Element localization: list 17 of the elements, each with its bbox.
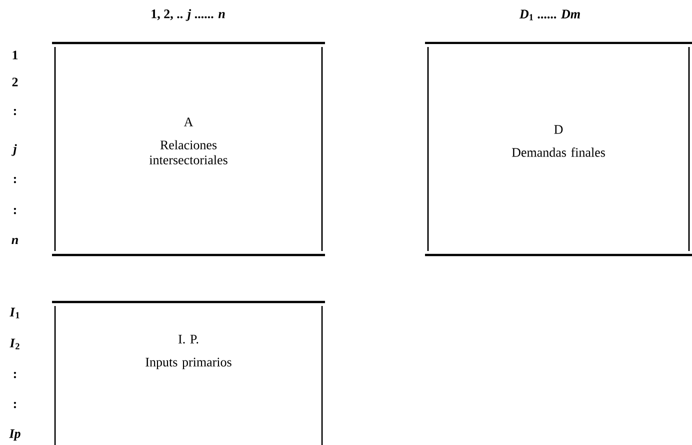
column-header: 1, 2, .. j ...... n [152, 9, 225, 21]
row-label: 2 [12, 78, 18, 86]
row-label: : [14, 402, 16, 408]
matrix-block: A Relaciones intersectoriales [52, 42, 325, 256]
row-label: I$_{1}$ [10, 308, 20, 318]
matrix-block: D Demandas finales [425, 42, 692, 256]
row-label: n [12, 238, 18, 244]
row-label: : [14, 372, 16, 378]
row-label: : [14, 208, 16, 214]
row-label: I$_{2}$ [10, 338, 20, 350]
row-label: j [12, 144, 17, 156]
column-header: D$_{1}$ ...... Dm [519, 10, 580, 20]
row-label: : [14, 108, 16, 116]
row-label: 1 [12, 50, 18, 60]
row-label: Ip [9, 429, 20, 441]
matrix-block: I. P. Inputs primarios [52, 300, 325, 445]
row-label: : [14, 176, 16, 184]
